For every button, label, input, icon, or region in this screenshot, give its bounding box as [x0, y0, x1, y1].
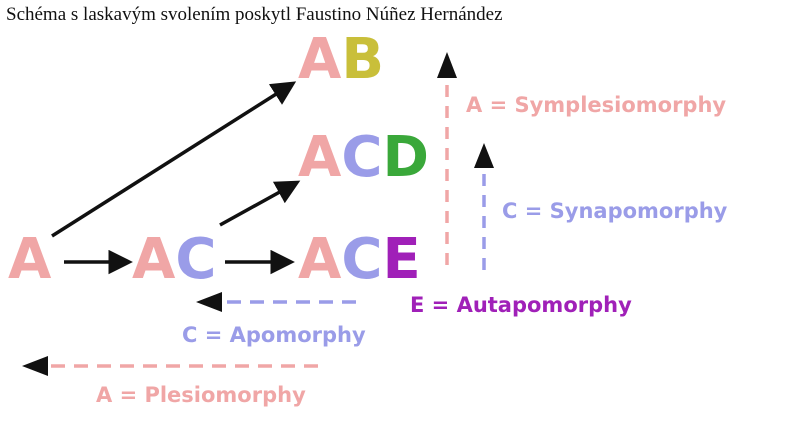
node-ace: ACE	[298, 227, 421, 292]
node-ac-letter-a: A	[132, 227, 176, 292]
label-plesiomorphy: A = Plesiomorphy	[96, 383, 306, 407]
node-a: A	[8, 227, 52, 292]
node-acd: ACD	[298, 125, 429, 190]
node-ab-letter-b: B	[341, 27, 384, 92]
apomorphy-arrowhead-icon	[196, 292, 222, 312]
node-acd-letter-d: D	[382, 125, 428, 190]
node-ace-letter-c: C	[341, 227, 382, 292]
synapomorphy-arrowhead-icon	[474, 143, 494, 168]
plesiomorphy-arrowhead-icon	[22, 356, 48, 376]
label-synapomorphy: C = Synapomorphy	[502, 199, 728, 223]
node-ace-letter-e: E	[382, 227, 420, 292]
node-ac: AC	[132, 227, 216, 292]
node-ab-letter-a: A	[298, 27, 342, 92]
label-autapomorphy: E = Autapomorphy	[410, 293, 632, 317]
node-ace-letter-a: A	[298, 227, 342, 292]
diagram-caption: Schéma s laskavým svolením poskytl Faust…	[6, 4, 503, 25]
label-symplesiomorphy: A = Symplesiomorphy	[466, 93, 726, 117]
node-ac-letter-c: C	[175, 227, 216, 292]
arrow-a-to-ab	[51, 81, 297, 238]
symplesiomorphy-arrowhead-icon	[437, 52, 457, 78]
node-a-letter-a: A	[8, 227, 52, 292]
node-acd-letter-c: C	[341, 125, 382, 190]
node-ab: AB	[298, 27, 384, 92]
arrow-ac-to-acd	[219, 180, 301, 227]
label-apomorphy: C = Apomorphy	[182, 323, 366, 347]
node-acd-letter-a: A	[298, 125, 342, 190]
